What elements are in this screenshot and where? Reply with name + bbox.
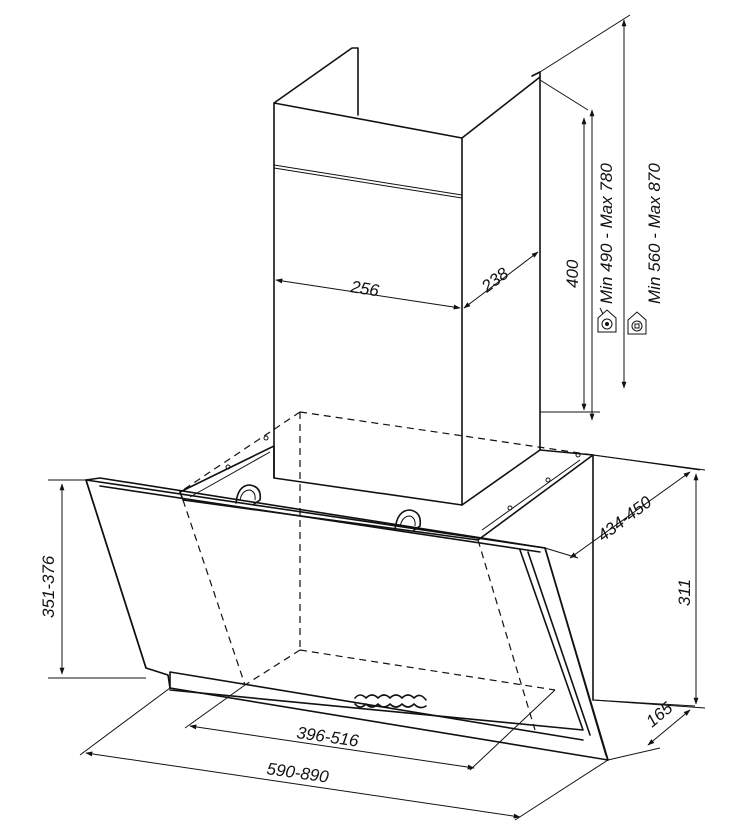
label-outer-width: 590-890	[265, 759, 330, 787]
dim-outer-width: 590-890	[79, 687, 609, 821]
label-chimney-width: 256	[348, 277, 381, 300]
glass-panel	[85, 477, 609, 761]
dim-chimney-width: 256	[275, 277, 461, 310]
dim-body-height: 311	[592, 454, 706, 709]
dim-hood-depth: 434-450	[544, 454, 701, 559]
label-chimney-height: 400	[563, 259, 582, 288]
dim-inner-width: 396-516	[184, 684, 556, 771]
dim-chimney-height: 400	[539, 79, 600, 413]
label-hood-depth: 434-450	[594, 492, 656, 545]
recirculation-mode-icon	[597, 307, 617, 333]
label-extraction-range: Min 560 - Max 870	[645, 163, 664, 304]
control-panel	[354, 694, 427, 709]
dim-glass-height: 351-376	[39, 479, 146, 679]
extraction-mode-icon	[627, 311, 647, 335]
label-body-height: 311	[675, 579, 694, 606]
label-recirculation-range: Min 490 - Max 780	[597, 163, 616, 304]
mounting-plate	[179, 435, 594, 701]
dim-extraction-range	[539, 14, 631, 389]
hanging-bracket-right	[394, 509, 422, 531]
dim-chimney-depth: 238	[463, 251, 539, 309]
hanging-bracket-left	[235, 484, 262, 505]
label-glass-height: 351-376	[39, 555, 58, 618]
hidden-body-outline	[179, 411, 594, 731]
dim-base-depth: 165	[592, 698, 696, 761]
label-chimney-depth: 238	[477, 264, 512, 297]
